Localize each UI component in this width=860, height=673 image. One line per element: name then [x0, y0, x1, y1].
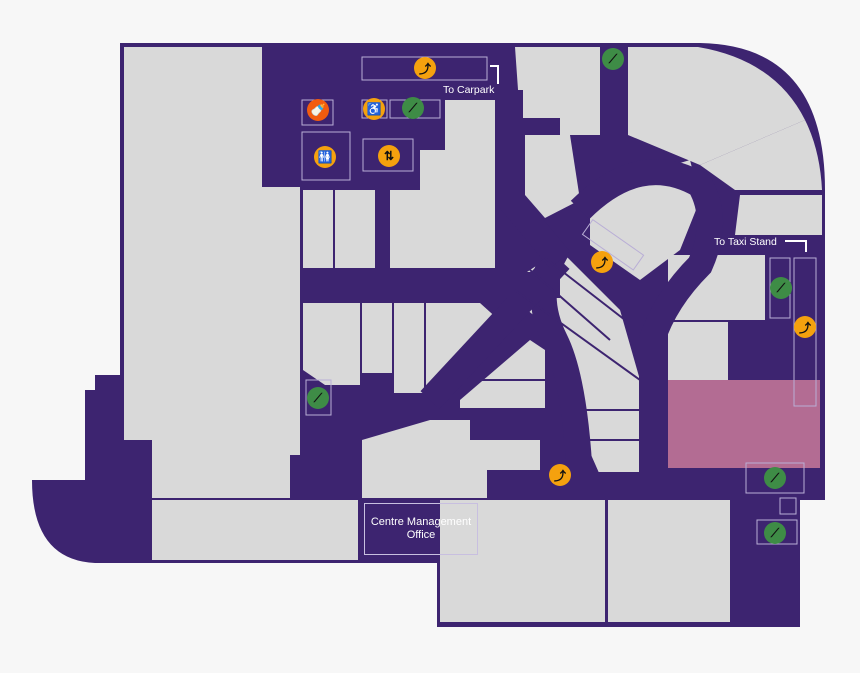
stairs-icon[interactable]: ⟋	[764, 467, 786, 489]
escalator-icon[interactable]: ⤴	[414, 57, 436, 79]
escalator-icon[interactable]: ⤴	[549, 464, 571, 486]
accessible-icon[interactable]: ♿	[363, 98, 385, 120]
to-carpark-label: To Carpark	[443, 84, 495, 96]
stairs-icon[interactable]: ⟋	[770, 277, 792, 299]
centre-management-office[interactable]: Centre Management Office	[364, 503, 478, 555]
stairs-icon[interactable]: ⟋	[764, 522, 786, 544]
toilets-icon[interactable]: 🚻	[314, 146, 336, 168]
lift-icon[interactable]: ⇅	[378, 145, 400, 167]
stairs-icon[interactable]: ⟋	[602, 48, 624, 70]
to-taxi-stand-label: To Taxi Stand	[714, 236, 777, 248]
stairs-icon[interactable]: ⟋	[402, 97, 424, 119]
corridors	[300, 90, 800, 498]
escalator-icon[interactable]: ⤴	[591, 251, 613, 273]
baby-bottle-icon[interactable]: 🍼	[307, 99, 329, 121]
escalator-icon[interactable]: ⤴	[794, 316, 816, 338]
stairs-icon[interactable]: ⟋	[307, 387, 329, 409]
